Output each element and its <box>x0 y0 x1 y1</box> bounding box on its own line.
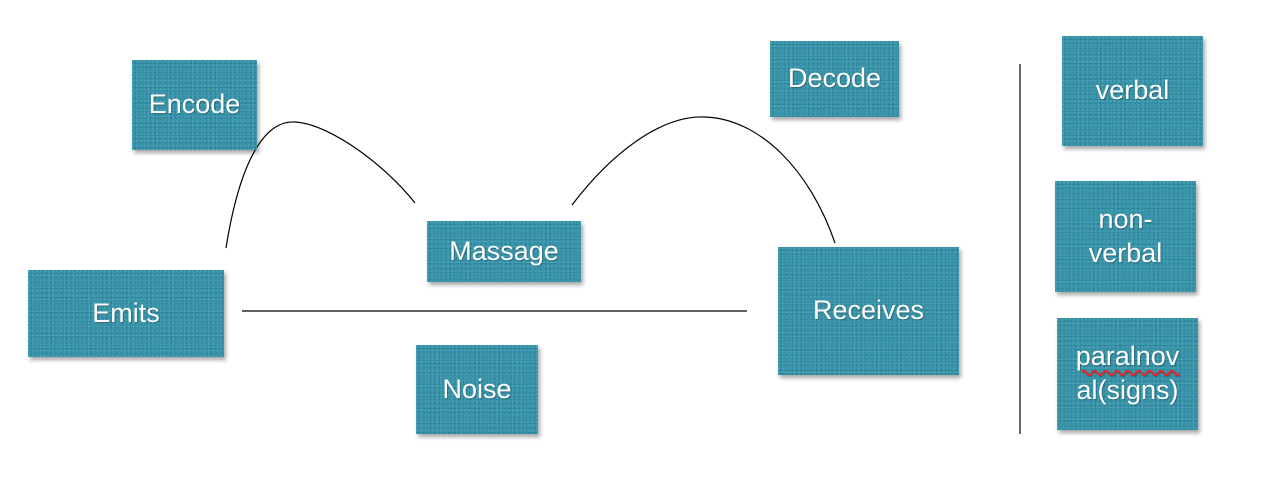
non-verbal-label-line1: non- <box>1098 203 1153 234</box>
massage-box[interactable]: Massage <box>427 221 581 282</box>
non-verbal-box[interactable]: non- verbal <box>1055 181 1196 292</box>
paralnoval-label-line2: al(signs) <box>1076 375 1179 405</box>
encode-label: Encode <box>148 89 241 120</box>
non-verbal-label-line2: verbal <box>1088 237 1163 268</box>
paralnoval-label-line1: paralnov <box>1075 341 1180 372</box>
encode-box[interactable]: Encode <box>132 60 257 150</box>
noise-box[interactable]: Noise <box>416 345 538 434</box>
emits-label: Emits <box>92 297 160 328</box>
emits-box[interactable]: Emits <box>28 270 224 357</box>
massage-label: Massage <box>449 235 559 266</box>
noise-label: Noise <box>442 373 512 404</box>
decode-box[interactable]: Decode <box>770 41 899 117</box>
decode-label: Decode <box>787 63 882 94</box>
verbal-label: verbal <box>1095 75 1170 106</box>
receives-box[interactable]: Receives <box>778 247 959 375</box>
verbal-box[interactable]: verbal <box>1062 36 1203 146</box>
decode-arc <box>571 116 836 244</box>
paralnoval-box[interactable]: paralnov al(signs) <box>1057 318 1198 430</box>
encode-arc <box>225 121 416 249</box>
receives-label: Receives <box>812 295 925 326</box>
